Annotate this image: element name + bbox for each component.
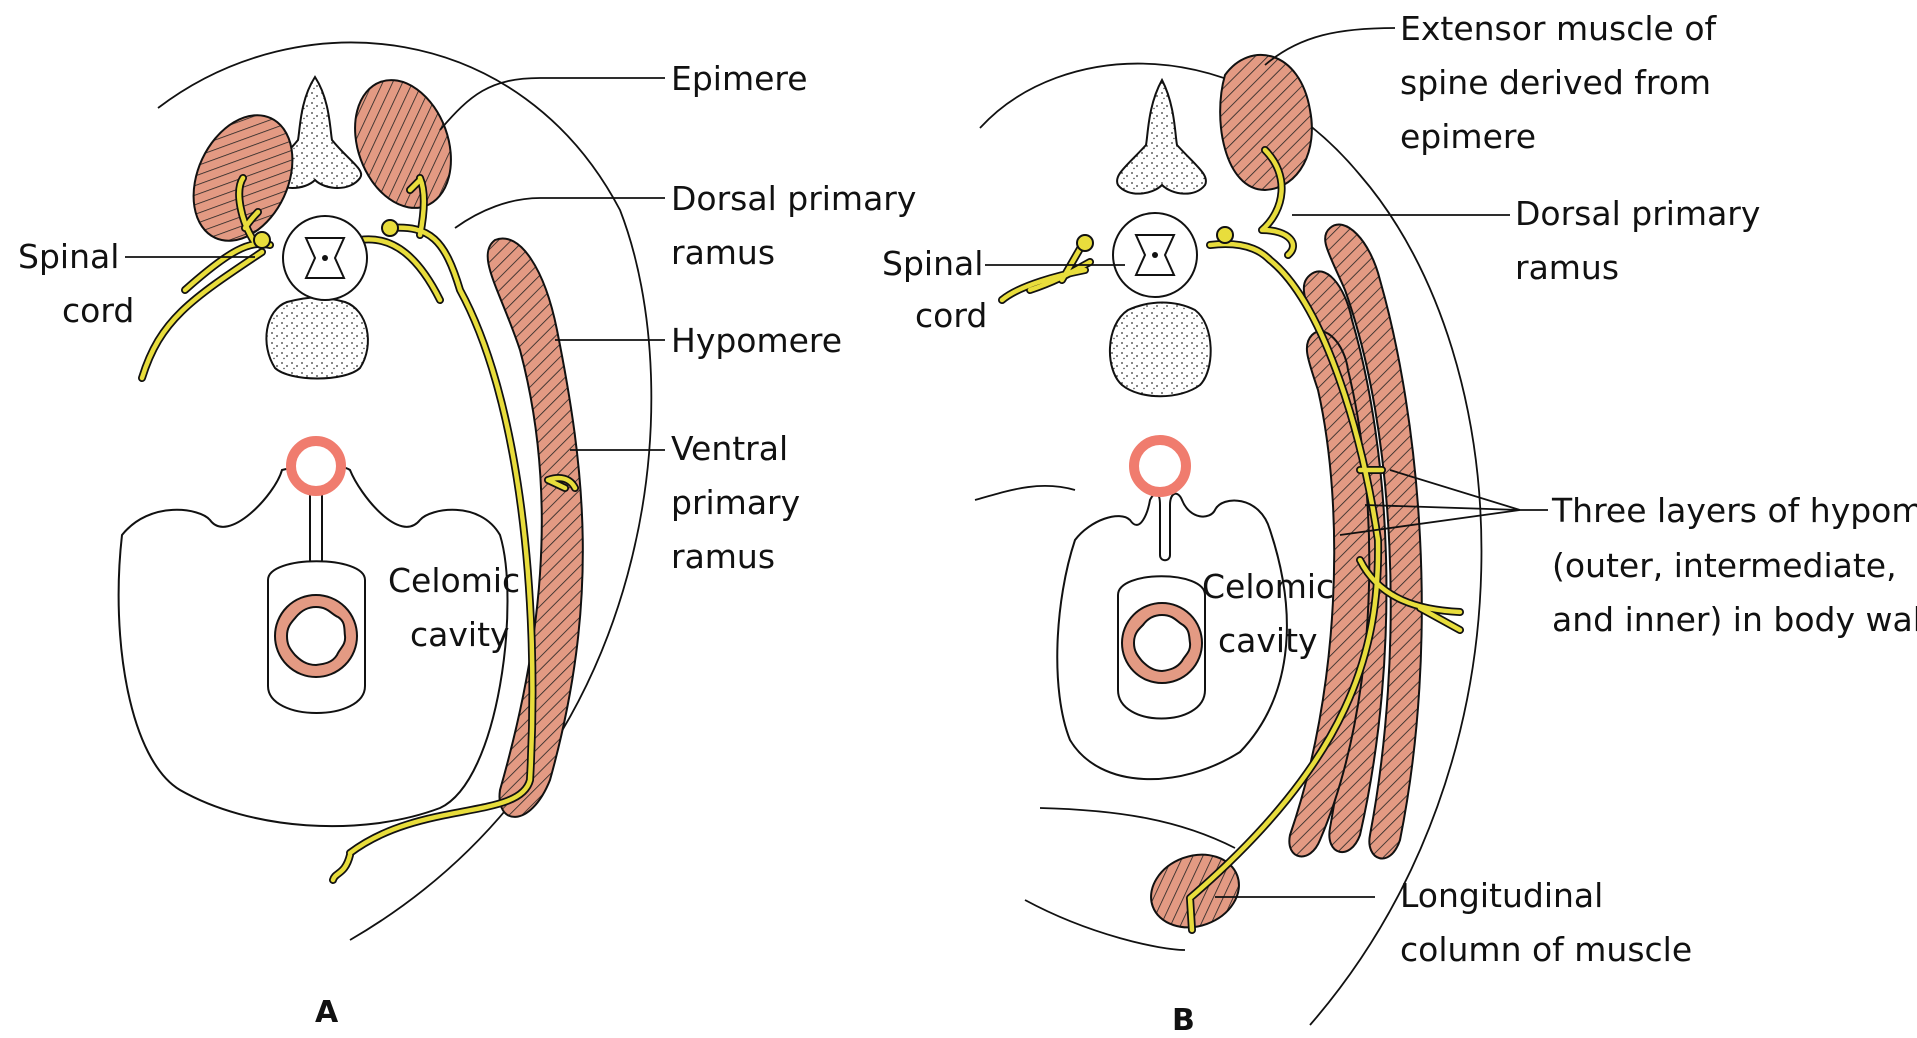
label-celomic-cavity-b-1: Celomic: [1202, 567, 1334, 606]
label-extensor-muscle-3: epimere: [1400, 117, 1536, 156]
label-ventral-primary-ramus-3: ramus: [671, 537, 775, 576]
label-three-layers-2: (outer, intermediate,: [1552, 546, 1897, 585]
panel-label-a: A: [315, 995, 339, 1030]
label-extensor-muscle-1: Extensor muscle of: [1400, 9, 1718, 48]
label-ventral-primary-ramus-2: primary: [671, 483, 800, 522]
label-epimere: Epimere: [671, 59, 808, 98]
epimere-right-a: [338, 67, 468, 222]
label-three-layers-3: and inner) in body wall: [1552, 600, 1917, 639]
label-spinal-cord-a-1: Spinal: [18, 237, 119, 276]
label-dorsal-primary-ramus-a-2: ramus: [671, 233, 775, 272]
label-spinal-cord-b-1: Spinal: [882, 244, 983, 283]
notochord-b: [1110, 303, 1211, 397]
spinal-cord-a: [283, 216, 367, 300]
panel-a: Epimere Dorsal primary ramus Spinal cord…: [18, 43, 916, 1030]
label-spinal-cord-b-2: cord: [915, 296, 987, 335]
panel-b: Extensor muscle of spine derived from ep…: [882, 9, 1917, 1038]
label-three-layers-1: Three layers of hypomere: [1551, 491, 1917, 530]
label-spinal-cord-a-2: cord: [62, 291, 134, 330]
label-dorsal-primary-ramus-b-1: Dorsal primary: [1515, 194, 1760, 233]
aorta-b: [1134, 440, 1186, 492]
extensor-muscle-b: [1220, 55, 1312, 190]
aorta-a: [291, 441, 341, 491]
vertebra-b: [1117, 80, 1206, 194]
label-celomic-cavity-b-2: cavity: [1218, 621, 1318, 660]
notochord-a: [266, 298, 368, 379]
panel-label-b: B: [1172, 1003, 1195, 1038]
body-contour-b-left: [975, 486, 1075, 500]
label-dorsal-primary-ramus-b-2: ramus: [1515, 248, 1619, 287]
spinal-cord-b: [1113, 213, 1197, 297]
label-dorsal-primary-ramus-a-1: Dorsal primary: [671, 179, 916, 218]
label-celomic-cavity-a-2: cavity: [410, 615, 510, 654]
label-longitudinal-column-2: column of muscle: [1400, 930, 1692, 969]
label-longitudinal-column-1: Longitudinal: [1400, 876, 1603, 915]
label-hypomere: Hypomere: [671, 321, 842, 360]
label-extensor-muscle-2: spine derived from: [1400, 63, 1711, 102]
label-ventral-primary-ramus-1: Ventral: [671, 429, 788, 468]
label-celomic-cavity-a-1: Celomic: [388, 561, 520, 600]
